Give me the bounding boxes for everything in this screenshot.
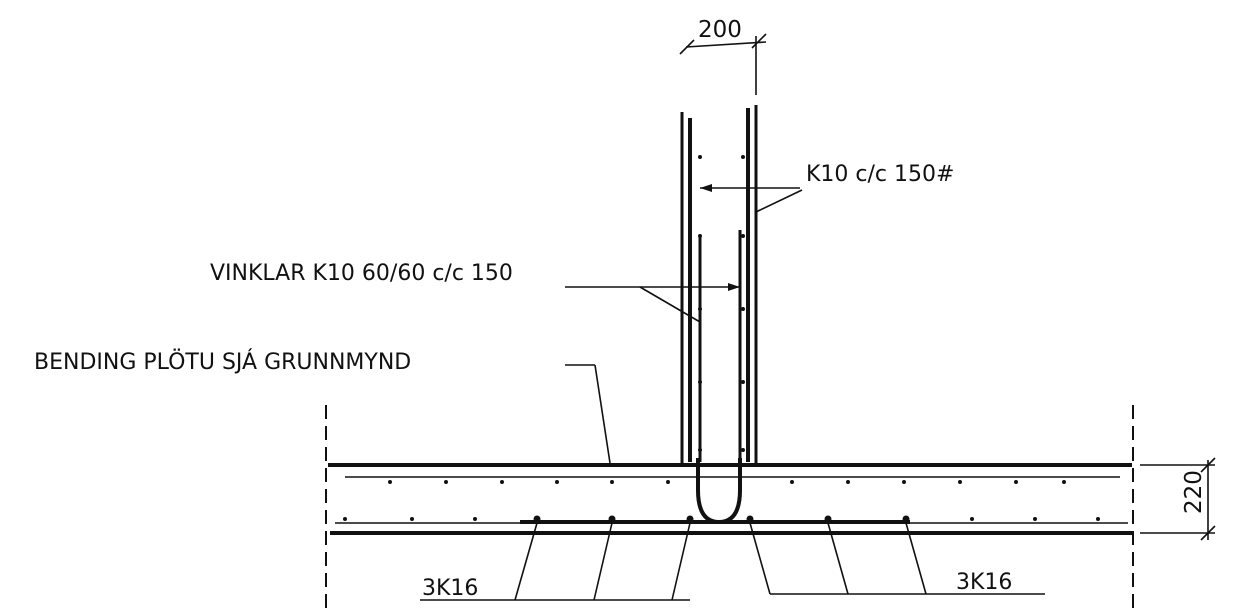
bars-right-leader-1 [749,522,771,595]
bars-left-label: 3K16 [422,576,478,601]
slab-bending-leader-diagonal [594,364,611,464]
bars-right-leader-2 [827,522,849,595]
slab-bending-callout: BENDING PLÖTU SJÁ GRUNNMYND [34,349,611,464]
top-dimension: 200 [679,17,767,95]
right-dimension-value: 220 [1181,470,1207,514]
angles-callout: VINKLAR K10 60/60 c/c 150 [210,261,740,323]
slab-dots [343,480,1100,523]
bars-left-leader-2 [593,522,613,601]
angles-leader-diagonal [639,286,701,323]
angles-arrow [728,283,740,291]
stirrup-leader-diagonal [755,189,803,213]
wall [680,105,758,525]
slab [328,463,1132,535]
slab-bending-label: BENDING PLÖTU SJÁ GRUNNMYND [34,349,411,375]
right-dimension: 220 [1140,457,1216,541]
bars-right-leader-3 [905,522,927,595]
stirrup-label: K10 c/c 150# [806,162,954,187]
wall-dots [698,155,745,452]
right-dimension-tick-bottom [1200,525,1216,541]
top-dimension-line [685,41,767,48]
bars-left-leader-3 [671,522,691,601]
bars-left-callout: 3K16 [420,522,691,601]
stirrup-arrow [700,184,712,192]
top-dimension-value: 200 [698,17,742,43]
u-bar [696,458,742,525]
bars-right-callout: 3K16 [749,522,1045,595]
angles-label: VINKLAR K10 60/60 c/c 150 [210,261,513,286]
top-dimension-tick-right [751,33,767,49]
top-dimension-tick-left [679,39,695,55]
right-dimension-tick-top [1200,457,1216,473]
bars-left-leader-1 [514,522,538,601]
slab-boundaries [325,405,1134,611]
stirrup-callout: K10 c/c 150# [700,162,954,213]
bars-right-label: 3K16 [956,570,1012,595]
